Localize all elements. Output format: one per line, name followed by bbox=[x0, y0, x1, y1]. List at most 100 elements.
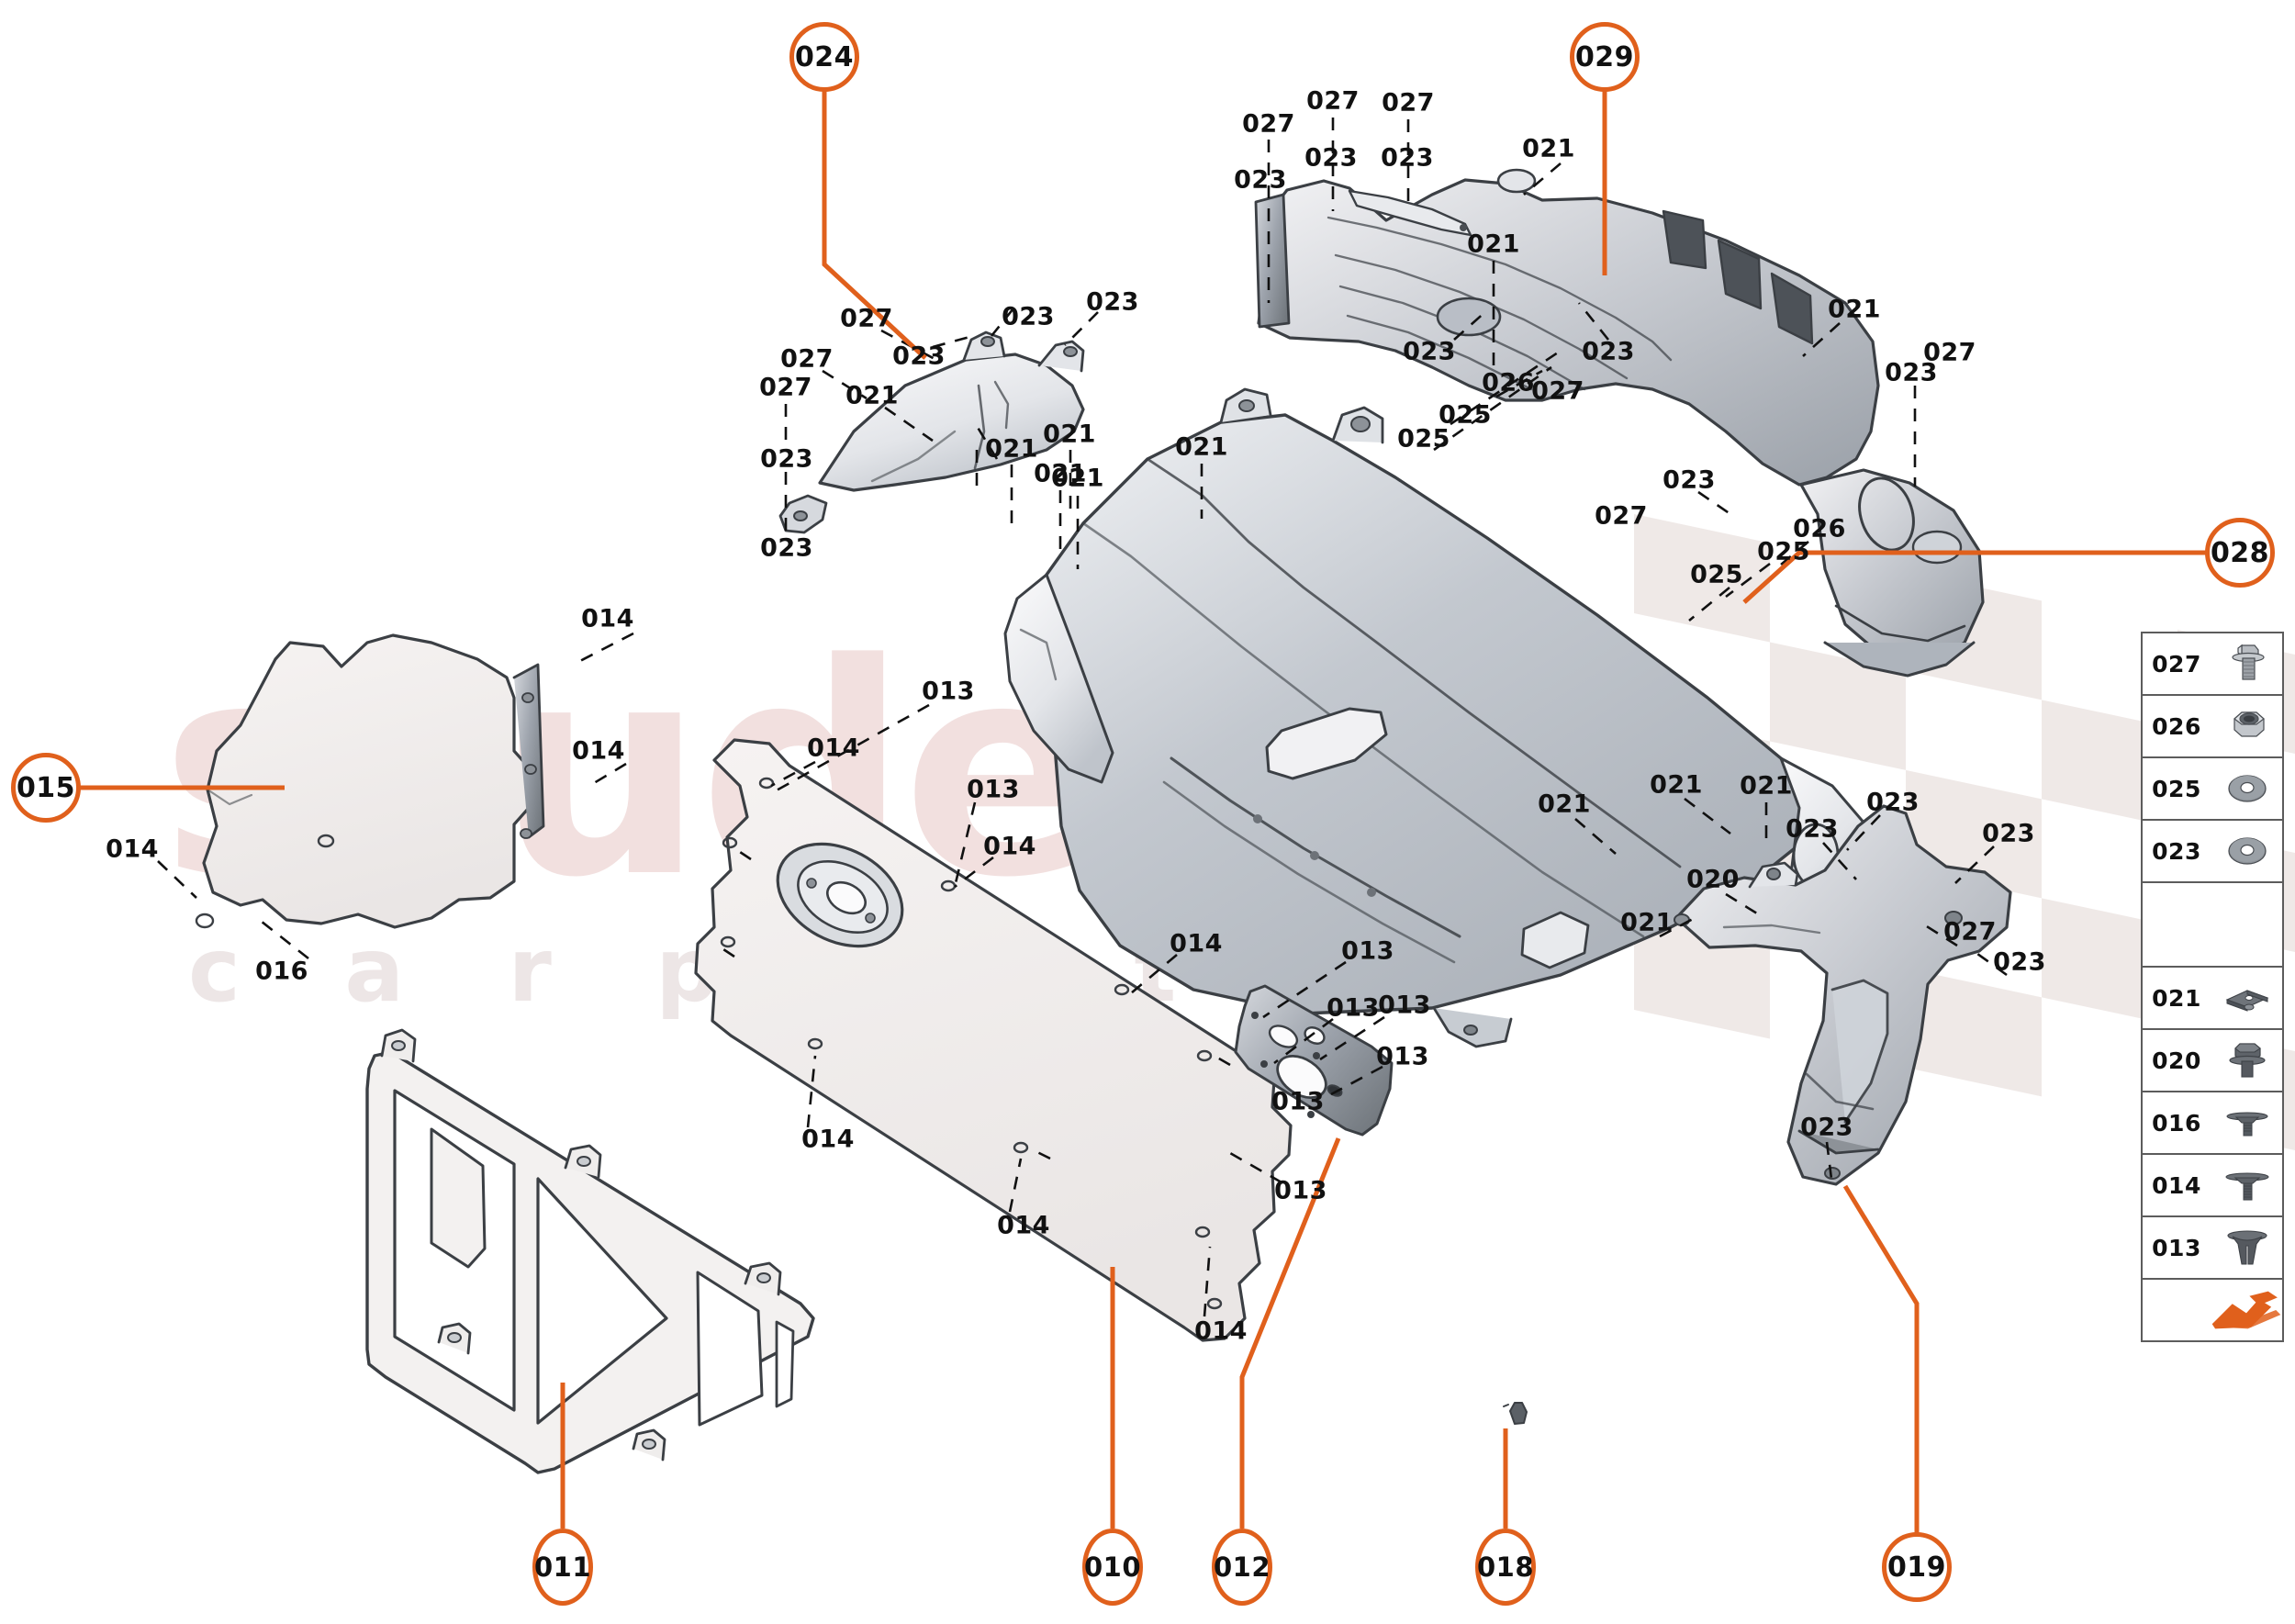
hex-flange-bolt-icon bbox=[2211, 1030, 2282, 1091]
flange-nut-icon bbox=[2211, 696, 2282, 756]
hardware-label-026: 026 bbox=[1793, 514, 1846, 543]
hardware-label-023: 023 bbox=[892, 342, 946, 371]
hardware-label-020: 020 bbox=[1686, 865, 1740, 894]
brand-arrow-icon bbox=[2211, 1280, 2282, 1340]
callout-012[interactable]: 012 bbox=[1212, 1529, 1272, 1606]
hardware-label-027: 027 bbox=[1531, 376, 1584, 406]
hardware-label-014: 014 bbox=[801, 1125, 855, 1154]
legend-row-027: 027 bbox=[2143, 633, 2282, 696]
hardware-label-013: 013 bbox=[1327, 993, 1380, 1023]
callout-028[interactable]: 028 bbox=[2205, 518, 2275, 588]
hardware-label-023: 023 bbox=[1993, 947, 2046, 977]
hardware-label-016: 016 bbox=[255, 957, 308, 986]
hardware-label-027: 027 bbox=[780, 344, 834, 374]
hardware-label-021: 021 bbox=[1740, 771, 1793, 801]
hardware-label-023: 023 bbox=[1086, 287, 1139, 317]
hardware-label-023: 023 bbox=[1662, 465, 1716, 495]
part-015-panel bbox=[195, 633, 545, 929]
callout-015[interactable]: 015 bbox=[11, 753, 81, 823]
hardware-label-013: 013 bbox=[1341, 936, 1394, 966]
hardware-label-021: 021 bbox=[1828, 295, 1881, 324]
hardware-label-021: 021 bbox=[1467, 230, 1520, 259]
callout-label: 019 bbox=[1886, 1551, 1947, 1584]
hardware-label-014: 014 bbox=[572, 736, 625, 766]
callout-018[interactable]: 018 bbox=[1475, 1529, 1536, 1606]
hardware-label-025: 025 bbox=[1757, 537, 1810, 566]
leader-024 bbox=[822, 90, 927, 360]
hardware-label-023: 023 bbox=[1403, 337, 1456, 366]
hardware-label-014: 014 bbox=[581, 604, 634, 633]
callout-label: 029 bbox=[1574, 40, 1635, 73]
legend-row-013: 013 bbox=[2143, 1217, 2282, 1280]
spring-clip-icon bbox=[2211, 968, 2282, 1028]
hardware-label-013: 013 bbox=[1378, 991, 1431, 1020]
callout-010[interactable]: 010 bbox=[1082, 1529, 1143, 1606]
hardware-label-013: 013 bbox=[967, 775, 1020, 804]
hardware-label-021: 021 bbox=[1051, 464, 1104, 493]
legend-code: 020 bbox=[2152, 1047, 2201, 1074]
hardware-label-025: 025 bbox=[1439, 400, 1492, 430]
callout-label: 018 bbox=[1476, 1551, 1535, 1583]
hardware-label-013: 013 bbox=[1274, 1176, 1327, 1205]
hardware-label-025: 025 bbox=[1397, 424, 1450, 454]
legend-code: 027 bbox=[2152, 650, 2201, 678]
hardware-label-023: 023 bbox=[1786, 814, 1839, 844]
legend-code: 014 bbox=[2152, 1171, 2201, 1199]
washer-icon bbox=[2211, 821, 2282, 881]
hardware-label-021: 021 bbox=[845, 381, 899, 410]
part-012-gasket bbox=[1234, 984, 1394, 1137]
hardware-label-023: 023 bbox=[1800, 1113, 1853, 1142]
hardware-label-021: 021 bbox=[1522, 134, 1575, 163]
hardware-label-027: 027 bbox=[1923, 338, 1976, 367]
callout-label: 011 bbox=[533, 1551, 592, 1583]
part-024-bracket bbox=[778, 330, 1085, 534]
hardware-label-027: 027 bbox=[1306, 86, 1360, 116]
hardware-label-021: 021 bbox=[1043, 420, 1096, 449]
hardware-label-023: 023 bbox=[1982, 819, 2035, 848]
callout-024[interactable]: 024 bbox=[789, 22, 859, 92]
legend-code: 023 bbox=[2152, 837, 2201, 865]
hardware-label-023: 023 bbox=[1002, 302, 1055, 331]
hardware-label-021: 021 bbox=[985, 434, 1038, 464]
legend-row-023: 023 bbox=[2143, 821, 2282, 883]
legend-code: 013 bbox=[2152, 1234, 2201, 1261]
callout-011[interactable]: 011 bbox=[532, 1529, 593, 1606]
hardware-label-026: 026 bbox=[1482, 368, 1535, 398]
hardware-label-027: 027 bbox=[1943, 917, 1997, 946]
push-rivet-icon bbox=[2211, 1092, 2282, 1153]
hardware-label-023: 023 bbox=[1234, 165, 1287, 195]
legend-row-025: 025 bbox=[2143, 758, 2282, 821]
legend-code: 025 bbox=[2152, 775, 2201, 802]
hardware-label-027: 027 bbox=[1595, 501, 1648, 531]
leader-012 bbox=[1239, 1137, 1341, 1529]
screw-rivet-icon bbox=[2211, 1155, 2282, 1215]
hardware-label-023: 023 bbox=[1582, 337, 1635, 366]
hardware-legend-table: 027 026 025 023 021 020 bbox=[2141, 632, 2284, 1342]
callout-label: 010 bbox=[1083, 1551, 1142, 1583]
hardware-label-027: 027 bbox=[1382, 88, 1435, 118]
legend-code: 016 bbox=[2152, 1109, 2201, 1137]
callout-label: 028 bbox=[2210, 536, 2270, 569]
callout-019[interactable]: 019 bbox=[1882, 1532, 1952, 1602]
part-011-frame bbox=[365, 1028, 815, 1474]
hardware-label-014: 014 bbox=[1194, 1316, 1248, 1346]
hardware-label-027: 027 bbox=[1242, 109, 1295, 139]
legend-code: 026 bbox=[2152, 712, 2201, 740]
legend-row-blank bbox=[2143, 1280, 2282, 1340]
callout-label: 015 bbox=[16, 771, 76, 804]
hardware-label-021: 021 bbox=[1538, 790, 1591, 819]
hardware-label-021: 021 bbox=[1034, 459, 1087, 488]
legend-row-blank bbox=[2143, 883, 2282, 968]
leader-019 bbox=[1842, 1184, 1920, 1535]
part-028-underpan bbox=[1003, 387, 1875, 1048]
part-010-panel bbox=[694, 738, 1293, 1342]
hardware-label-014: 014 bbox=[106, 834, 159, 864]
hardware-label-014: 014 bbox=[997, 1211, 1050, 1240]
hardware-label-023: 023 bbox=[1381, 143, 1434, 173]
hardware-label-023: 023 bbox=[760, 444, 813, 474]
callout-029[interactable]: 029 bbox=[1570, 22, 1640, 92]
legend-empty-icon bbox=[2211, 883, 2282, 966]
legend-row-014: 014 bbox=[2143, 1155, 2282, 1217]
